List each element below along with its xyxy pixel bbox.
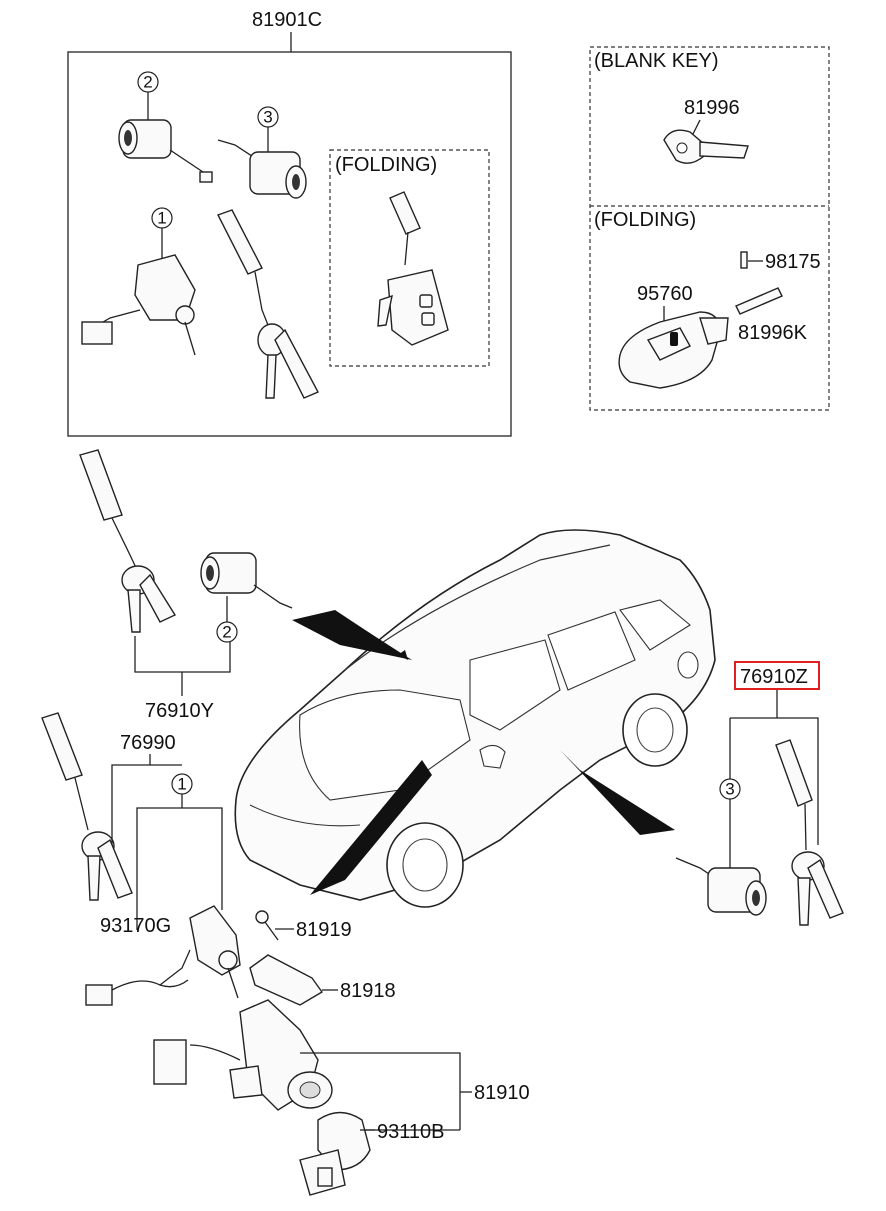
immobilizer-coil-icon[interactable] <box>299 1111 371 1196</box>
folding-key-icon[interactable] <box>377 191 449 346</box>
label-95760[interactable]: 95760 <box>637 283 693 305</box>
bolt-icon[interactable] <box>255 910 279 941</box>
label-98175[interactable]: 98175 <box>765 251 821 273</box>
tailgate-cylinder-icon[interactable] <box>217 139 307 199</box>
label-81919[interactable]: 81919 <box>296 919 352 941</box>
label-folding-right: (FOLDING) <box>594 209 696 231</box>
left-key-icon[interactable] <box>79 449 177 633</box>
right-key-icon[interactable] <box>775 739 844 926</box>
key-blade-icon[interactable] <box>735 287 783 315</box>
kit-box <box>67 51 512 437</box>
harness-connector-icon[interactable] <box>85 949 191 1006</box>
callout-3-right: 3 <box>719 778 741 800</box>
pin-icon[interactable] <box>740 251 748 269</box>
callout-2-left: 2 <box>216 621 238 643</box>
svg-text:3: 3 <box>263 108 272 127</box>
callout-3-top: 3 <box>257 106 279 153</box>
label-93170g[interactable]: 93170G <box>100 915 171 937</box>
callout-1-top: 1 <box>151 207 173 262</box>
folding-remote-icon[interactable] <box>618 311 729 389</box>
label-81996k[interactable]: 81996K <box>738 322 808 344</box>
svg-text:2: 2 <box>222 623 231 642</box>
label-93110b[interactable]: 93110B <box>377 1121 444 1143</box>
ignition-group: 76990 1 93170G 81919 81918 <box>41 712 530 1196</box>
svg-text:3: 3 <box>725 780 734 799</box>
callout-2-top: 2 <box>137 71 159 122</box>
label-81996[interactable]: 81996 <box>684 97 740 119</box>
blank-key-folding-group: (BLANK KEY) 81996 (FOLDING) 98175 95760 … <box>589 46 830 411</box>
label-81901c[interactable]: 81901C <box>252 9 322 31</box>
right-door-kit-group: 76910Z 3 <box>675 661 844 926</box>
key-with-tag-icon[interactable] <box>217 209 319 399</box>
blank-key-icon[interactable] <box>663 129 749 164</box>
ignition-body-icon[interactable] <box>153 999 333 1111</box>
label-76910z[interactable]: 76910Z <box>740 666 808 688</box>
label-81910[interactable]: 81910 <box>474 1082 530 1104</box>
label-blank-key: (BLANK KEY) <box>594 50 718 72</box>
folding-inner-box <box>329 149 490 367</box>
left-door-cylinder-icon[interactable] <box>200 552 293 609</box>
ignition-switch-icon[interactable] <box>81 254 196 356</box>
label-81918[interactable]: 81918 <box>340 980 396 1002</box>
kit-81901c-group: 81901C 2 3 <box>67 9 512 437</box>
label-76910y[interactable]: 76910Y <box>145 700 214 722</box>
highlight-box-76910z <box>734 661 820 690</box>
svg-text:1: 1 <box>177 775 186 794</box>
right-tailgate-cylinder-icon[interactable] <box>675 857 767 916</box>
left-door-kit-group: 2 76910Y <box>79 449 293 722</box>
label-folding-inner: (FOLDING) <box>335 154 437 176</box>
svg-text:2: 2 <box>143 73 152 92</box>
svg-text:1: 1 <box>157 209 166 228</box>
bottom-key-icon[interactable] <box>41 712 133 901</box>
door-lock-cylinder-icon[interactable] <box>118 119 213 183</box>
car-illustration <box>234 529 716 908</box>
bracket-icon[interactable] <box>249 954 324 1006</box>
label-76990[interactable]: 76990 <box>120 732 176 754</box>
ignition-lock-icon[interactable] <box>189 905 241 999</box>
blank-key-box <box>589 46 830 411</box>
callout-1-bottom: 1 <box>171 773 193 795</box>
